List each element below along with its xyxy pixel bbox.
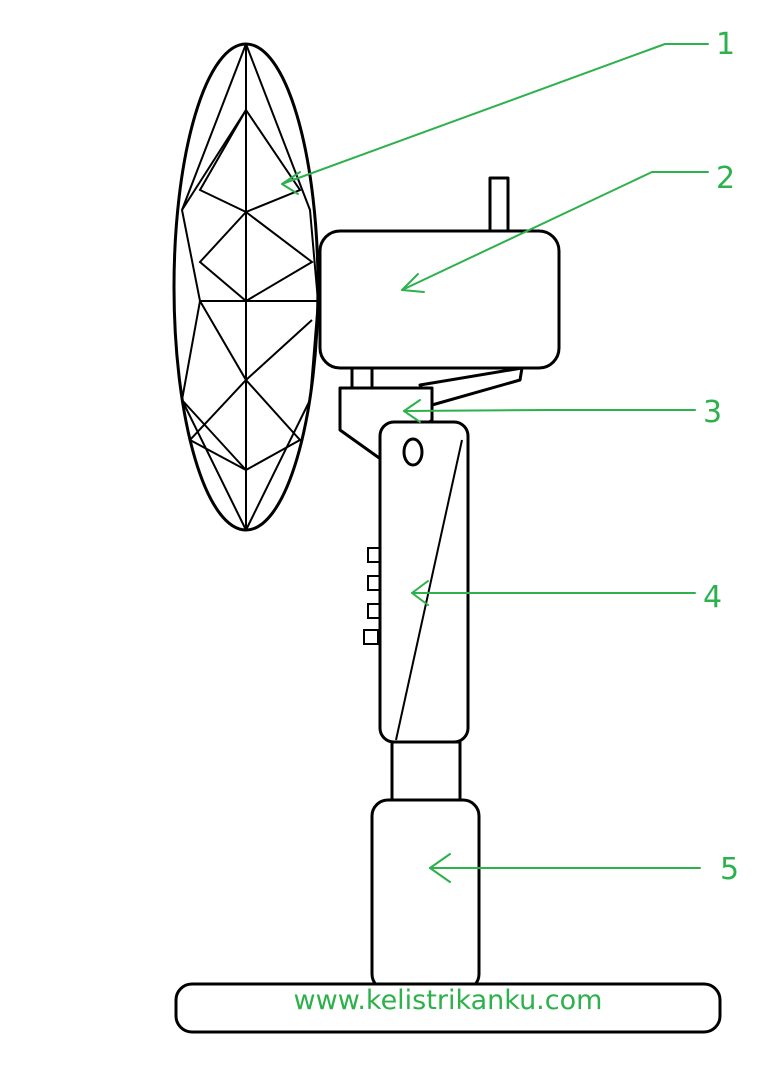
callout-number-3: 3	[703, 395, 723, 430]
watermark: www.kelistrikanku.com	[293, 985, 603, 1016]
lower-stand	[370, 798, 481, 992]
callout-arrowhead-4	[411, 580, 429, 606]
callout-number-2: 2	[716, 161, 736, 196]
callout-arrowhead-3	[403, 399, 421, 423]
fan-base	[174, 982, 722, 1034]
callout-line-3	[403, 409, 696, 412]
callout-line-2	[401, 171, 709, 291]
callout-line-1	[281, 43, 709, 185]
callout-arrowhead-2	[401, 273, 425, 293]
upper-stand	[378, 420, 470, 744]
callout-arrowhead-1	[281, 171, 301, 195]
motor-housing	[318, 229, 561, 370]
connector-pole	[390, 740, 462, 802]
oscillation-knob	[488, 176, 510, 236]
callout-number-5: 5	[720, 852, 740, 887]
callout-number-1: 1	[716, 27, 736, 62]
callout-lines	[281, 43, 709, 883]
callout-number-4: 4	[703, 580, 723, 615]
fan-blade-guard	[172, 42, 320, 532]
callout-arrowhead-5	[429, 853, 451, 883]
